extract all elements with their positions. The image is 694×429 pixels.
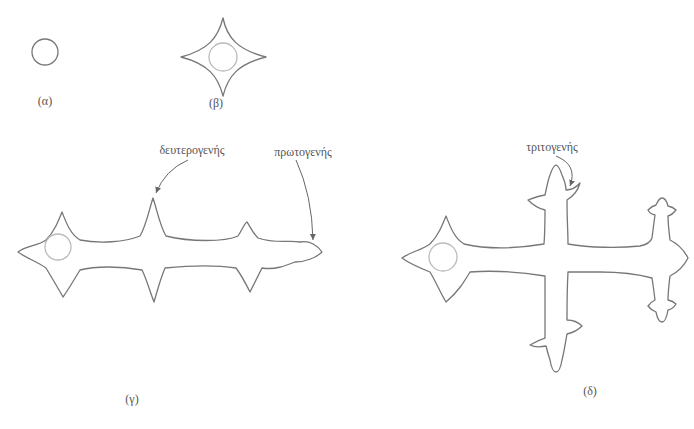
leader-arrow (156, 160, 188, 193)
figure-caption: (γ) (125, 393, 138, 405)
dendrite-tertiary (402, 165, 688, 372)
figure-caption: (α) (38, 95, 52, 107)
figure-caption: (β) (209, 97, 223, 109)
nucleus-circle (429, 243, 457, 271)
callout-label: δευτερογενής (159, 144, 224, 156)
leader-arrow (296, 160, 313, 240)
dendrite-secondary (18, 198, 322, 302)
four-lobed-crystal (181, 18, 266, 96)
callout-label: τριτογενής (526, 141, 577, 153)
nucleus-circle (45, 234, 71, 260)
nucleus-circle (209, 43, 237, 71)
leader-arrow (556, 156, 572, 186)
callout-label: πρωτογενής (274, 146, 331, 158)
nucleus-circle (32, 39, 58, 65)
figure-caption: (δ) (583, 385, 597, 397)
